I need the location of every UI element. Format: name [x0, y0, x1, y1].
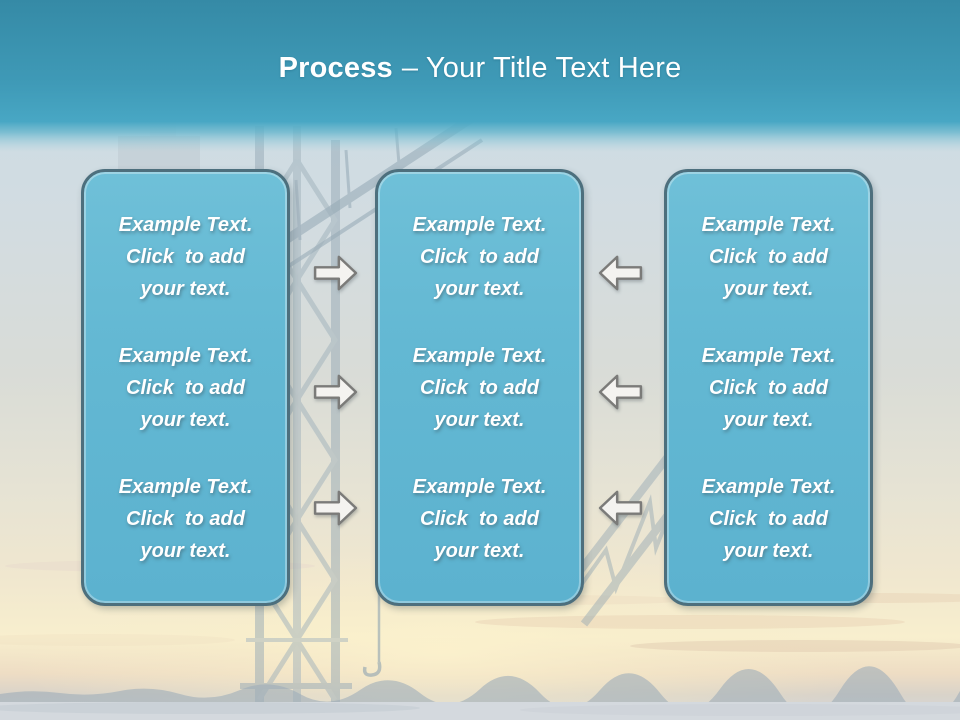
text-placeholder[interactable]: Example Text. Click to add your text. — [118, 475, 253, 562]
text-placeholder[interactable]: Example Text. Click to add your text. — [412, 213, 547, 300]
text-placeholder[interactable]: Example Text. Click to add your text. — [118, 213, 253, 300]
slide-title[interactable]: Process – Your Title Text Here — [0, 52, 960, 85]
arrow-left-icon — [597, 373, 643, 411]
process-box-1: Example Text. Click to add your text. Ex… — [81, 169, 290, 606]
arrow-right-icon — [313, 373, 359, 411]
title-keyword: Process — [278, 52, 393, 84]
title-placeholder: – Your Title Text Here — [401, 52, 682, 84]
text-placeholder[interactable]: Example Text. Click to add your text. — [118, 344, 253, 431]
text-placeholder[interactable]: Example Text. Click to add your text. — [701, 213, 836, 300]
arrow-left-icon — [597, 254, 643, 292]
process-box-2: Example Text. Click to add your text. Ex… — [375, 169, 584, 606]
text-placeholder[interactable]: Example Text. Click to add your text. — [412, 475, 547, 562]
arrow-right-icon — [313, 254, 359, 292]
arrow-right-icon — [313, 489, 359, 527]
text-placeholder[interactable]: Example Text. Click to add your text. — [412, 344, 547, 431]
text-placeholder[interactable]: Example Text. Click to add your text. — [701, 475, 836, 562]
text-placeholder[interactable]: Example Text. Click to add your text. — [701, 344, 836, 431]
process-box-3: Example Text. Click to add your text. Ex… — [664, 169, 873, 606]
arrow-left-icon — [597, 489, 643, 527]
